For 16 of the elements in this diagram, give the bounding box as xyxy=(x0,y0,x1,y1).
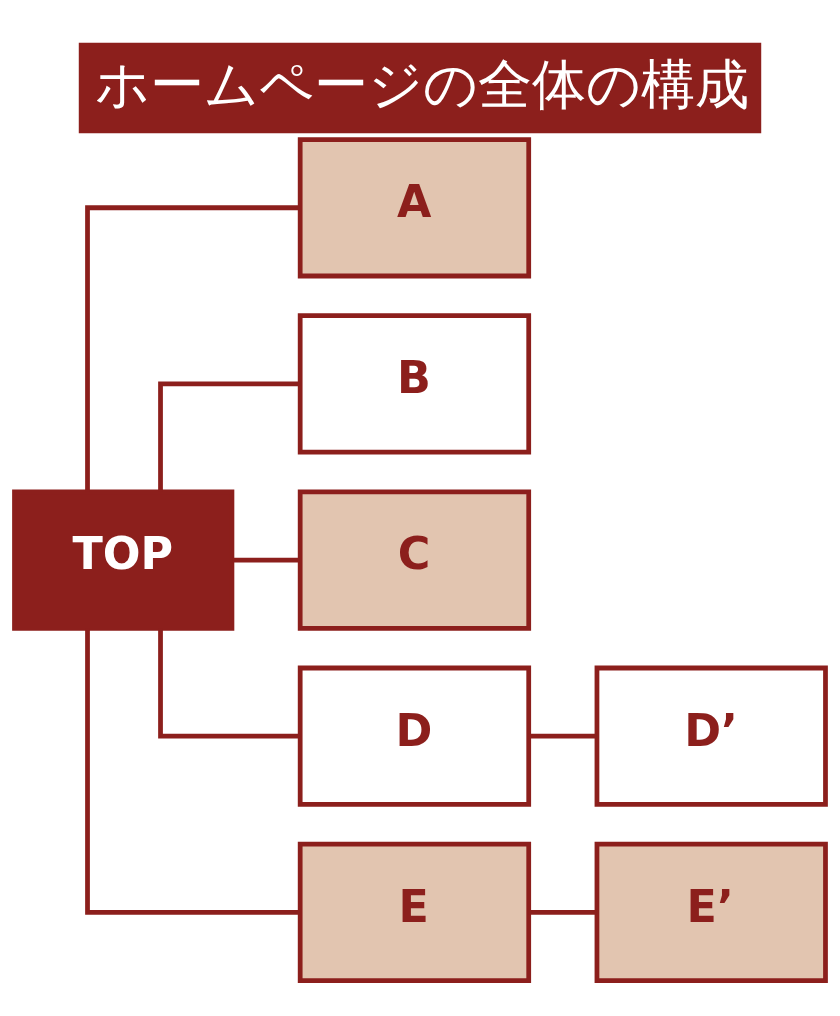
node-box: D xyxy=(297,665,532,807)
connector xyxy=(158,381,301,491)
connector xyxy=(528,909,597,915)
node-box: A xyxy=(297,136,532,278)
node-box: B xyxy=(297,312,532,455)
node-box: E xyxy=(297,841,532,983)
node-box: D’ xyxy=(594,665,828,807)
node-box: E’ xyxy=(594,841,828,983)
node-box: TOP xyxy=(12,488,235,631)
connector xyxy=(85,204,301,492)
connector xyxy=(528,733,597,739)
node-box: C xyxy=(297,488,532,631)
connector xyxy=(85,627,301,915)
connector xyxy=(158,628,301,739)
connector xyxy=(232,557,300,562)
diagram-title: ホームページの全体の構成 xyxy=(94,52,749,116)
